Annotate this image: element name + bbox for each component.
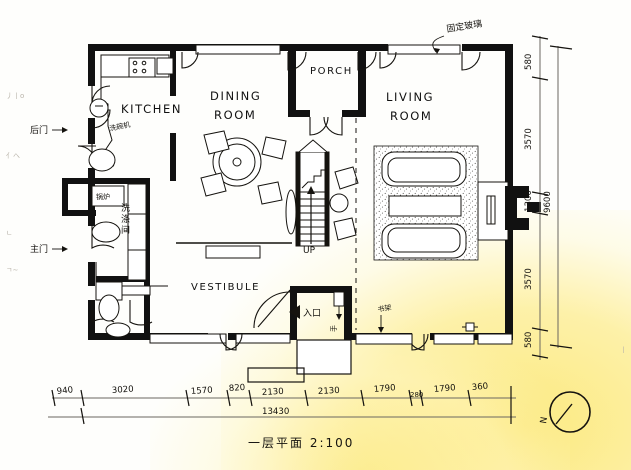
- annotation-main-door: 主门: [30, 243, 48, 255]
- dim-bottom-3: 820: [229, 383, 246, 394]
- room-label-kitchen: KITCHEN: [121, 102, 182, 116]
- room-label-living-line2: ROOM: [390, 109, 432, 123]
- dim-bottom-2: 1570: [191, 385, 214, 397]
- annotation-fixed-glass: 固定玻璃: [446, 17, 483, 34]
- room-label-porch: PORCH: [310, 66, 353, 77]
- kitchen-fixtures: [88, 54, 174, 172]
- svg-text:ㄱ∼: ㄱ∼: [6, 266, 18, 274]
- dim-right-0: 580: [524, 54, 534, 70]
- annotation-laundry-room: 洗涤间: [119, 202, 130, 236]
- north-arrow: N: [539, 391, 591, 433]
- living-room-furniture: [373, 145, 541, 261]
- laundry-fixtures: [91, 183, 147, 338]
- dim-bottom-9: 360: [471, 382, 488, 393]
- annotation-entrance: 入口: [303, 308, 321, 319]
- svg-text:丿丨о: 丿丨о: [6, 92, 24, 100]
- right-dimension-chain: 580 3570 1300 3570 580 9600: [524, 35, 573, 360]
- dim-right-2: 1300: [524, 190, 534, 212]
- dim-bottom-1: 3020: [112, 384, 135, 396]
- dim-bottom-8: 1790: [433, 383, 456, 395]
- dim-bottom-total: 13430: [262, 407, 289, 417]
- entrance-arrow-icon: [289, 305, 300, 319]
- svg-text:亻へ: 亻へ: [6, 152, 20, 160]
- sheet-artifact-box: [247, 367, 305, 383]
- annotation-bookshelf: 书架: [377, 303, 392, 314]
- dim-right-4: 580: [524, 332, 534, 348]
- dim-right-3: 3570: [524, 268, 534, 290]
- dining-furniture: [176, 130, 292, 259]
- margin-scribbles: 丿丨о 亻へ ㄴ ㄱ∼ 丨: [6, 92, 627, 354]
- staircase: [285, 139, 359, 247]
- dim-bottom-0: 940: [56, 385, 73, 397]
- dim-bottom-5: 2130: [318, 386, 340, 397]
- bottom-dimension-chain: 940 3020 1570 820 2130 2130 1790 280 179…: [48, 382, 516, 425]
- dim-right-total: 9600: [543, 191, 553, 213]
- bookshelf-and-entry-details: [333, 291, 513, 345]
- north-arrow-label: N: [539, 416, 550, 424]
- annotation-stair-up: UP: [303, 246, 316, 256]
- room-label-dining-line1: DINING: [210, 89, 261, 103]
- svg-text:丨: 丨: [620, 346, 627, 354]
- door-swings: [77, 51, 481, 351]
- entry-steps: [296, 339, 352, 375]
- room-label-vestibule: VESTIBULE: [191, 282, 260, 293]
- annotation-hand: 手: [329, 325, 338, 332]
- dim-bottom-6: 1790: [373, 383, 396, 395]
- page-title: 一层平面 2:100: [248, 436, 354, 450]
- svg-text:ㄴ: ㄴ: [6, 229, 12, 237]
- dim-bottom-4: 2130: [262, 387, 284, 398]
- annotation-boiler: 锅炉: [96, 192, 110, 201]
- room-labels: KITCHEN DINING ROOM PORCH LIVING ROOM VE…: [121, 66, 434, 293]
- dim-bottom-7: 280: [410, 391, 423, 399]
- dim-right-1: 3570: [524, 128, 534, 150]
- room-label-living-line1: LIVING: [386, 90, 434, 104]
- room-label-dining-line2: ROOM: [214, 108, 256, 122]
- annotation-back-door: 后门: [30, 124, 48, 136]
- annotation-dishwasher: 洗碗机: [109, 120, 131, 133]
